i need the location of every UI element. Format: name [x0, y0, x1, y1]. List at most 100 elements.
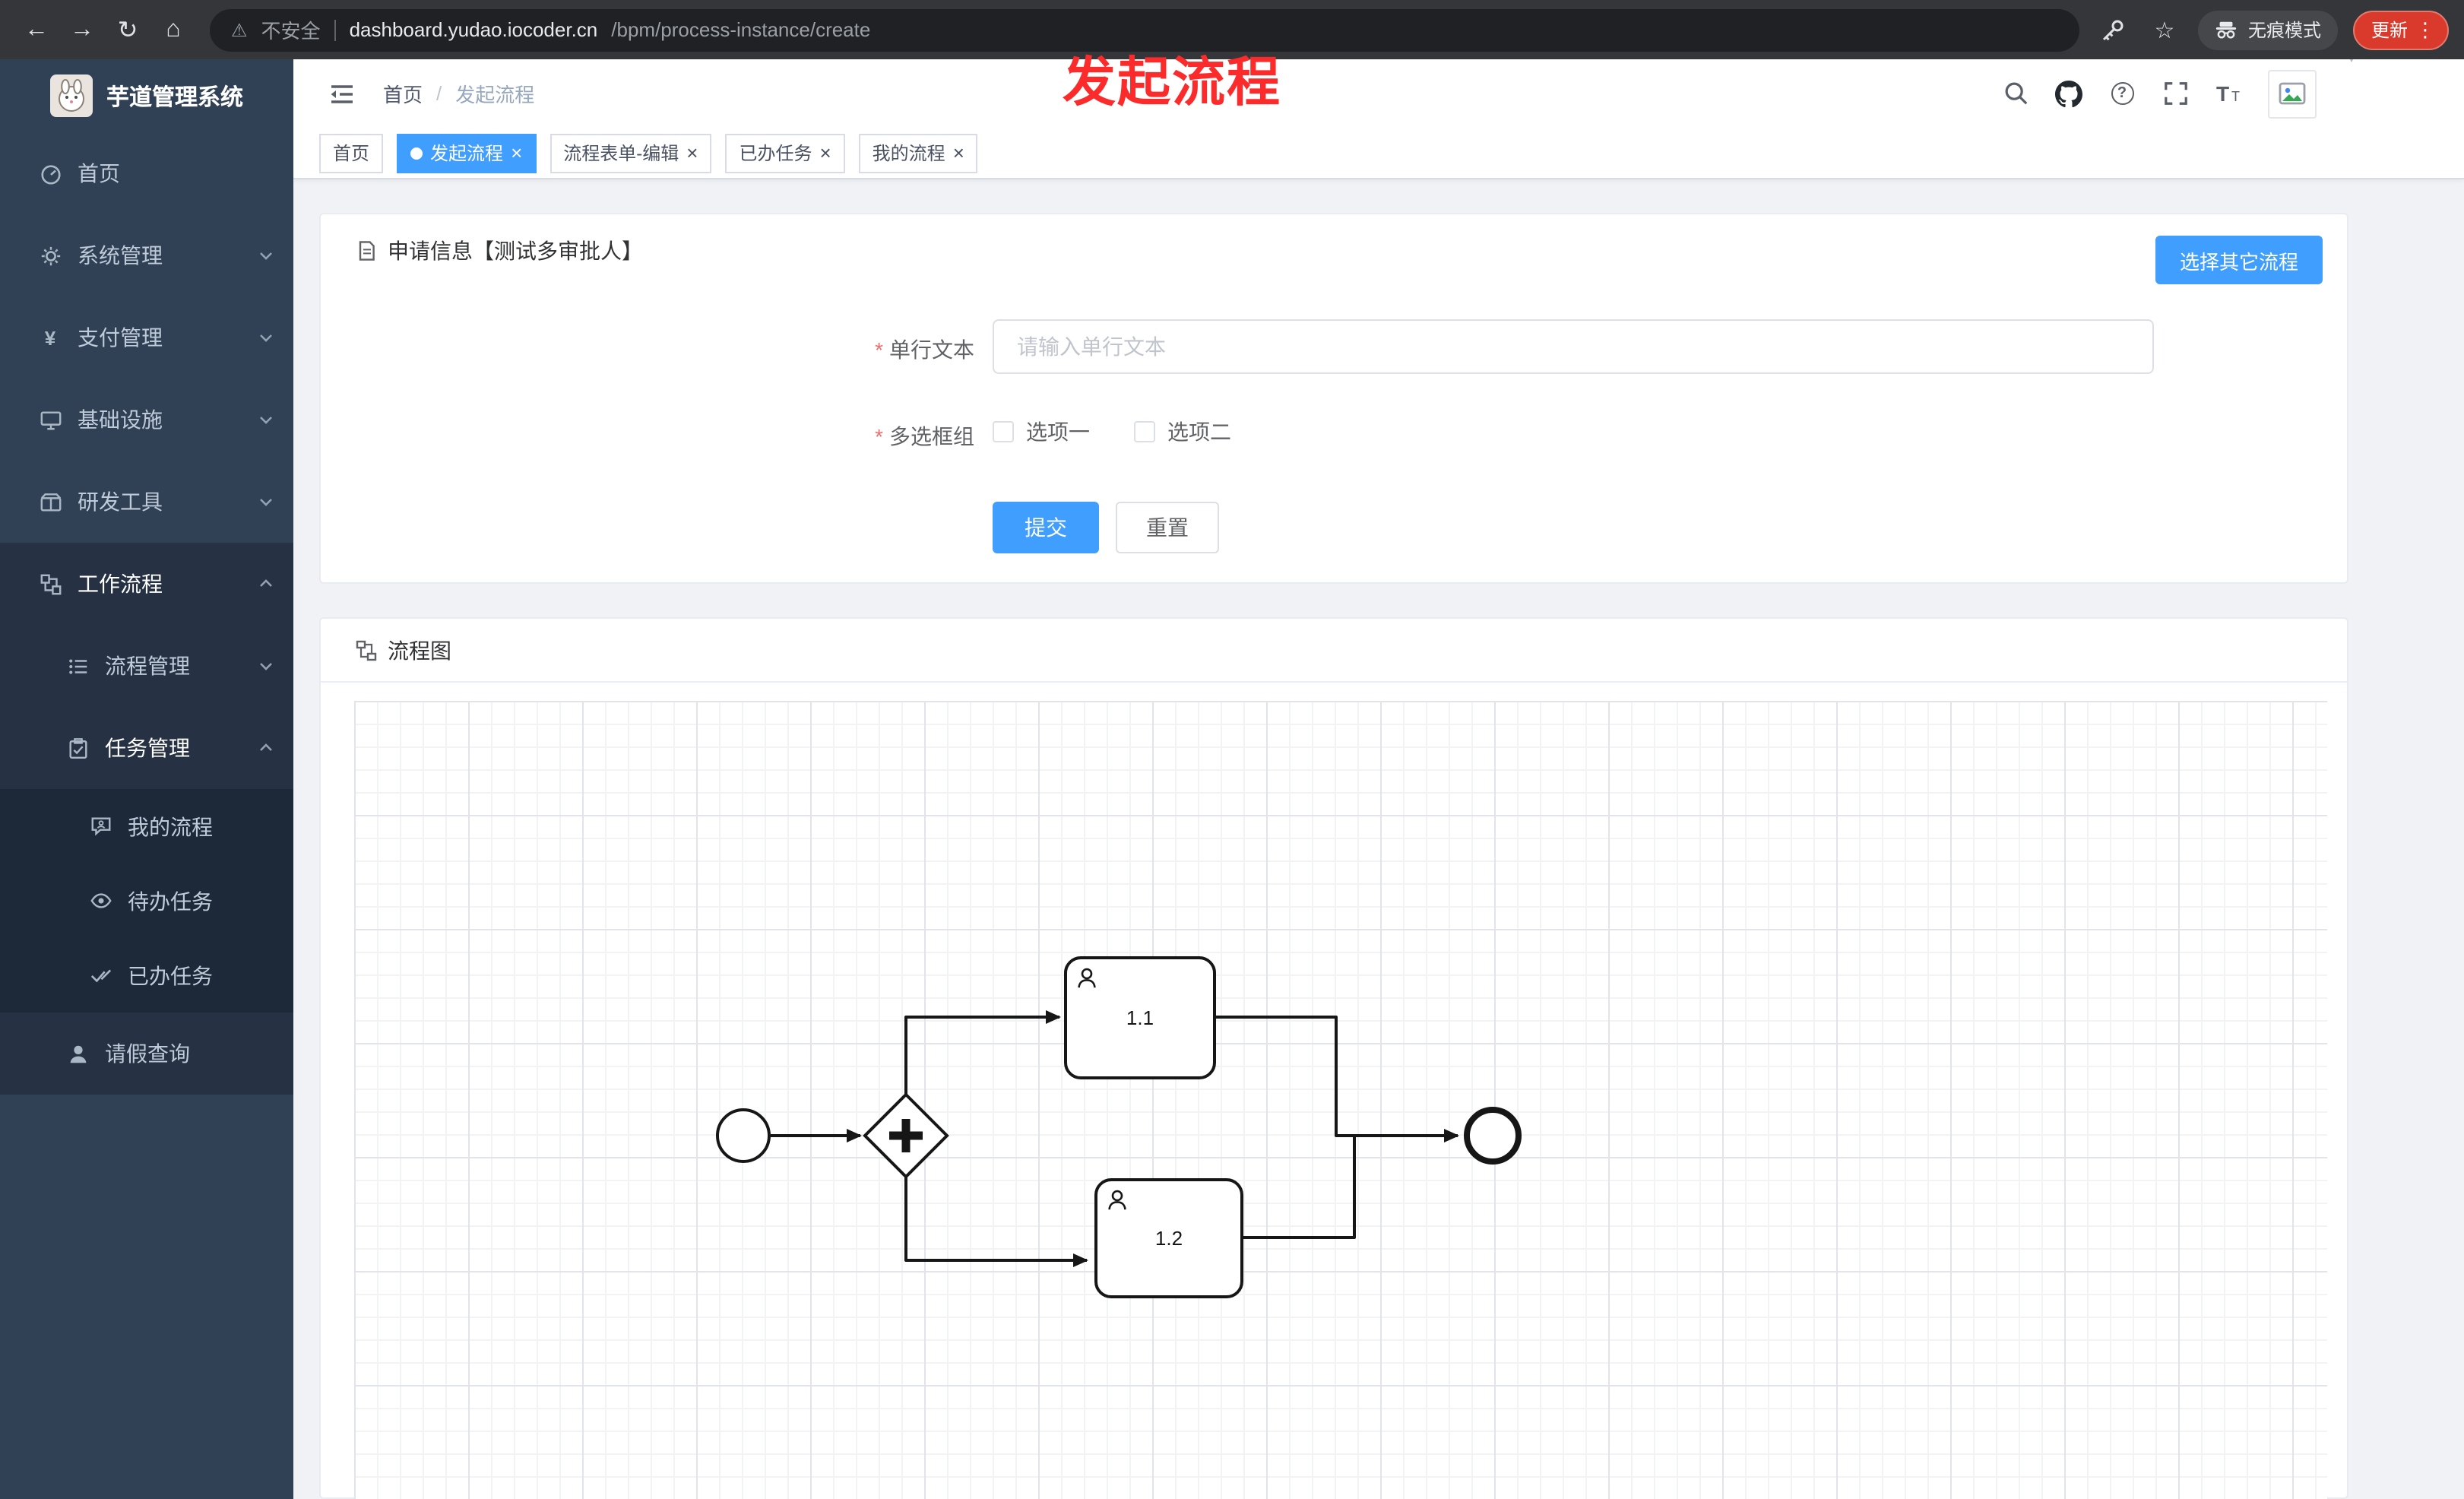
sidebar-item-home[interactable]: 首页 [0, 132, 293, 214]
avatar-image[interactable] [2268, 69, 2317, 118]
url-domain: dashboard.yudao.iocoder.cn [349, 18, 598, 41]
process-management-icon [65, 654, 90, 678]
app-title: 芋道管理系统 [106, 84, 244, 110]
sidebar-item-system[interactable]: 系统管理 [0, 214, 293, 296]
update-button[interactable]: 更新 ⋮ [2352, 10, 2449, 49]
warning-icon: ⚠ [231, 19, 248, 40]
sidebar-item-todo-tasks[interactable]: 待办任务 [0, 864, 293, 938]
yen-icon: ¥ [44, 326, 56, 349]
process-diagram-card: 流程图 [319, 617, 2348, 1499]
search-icon[interactable] [2002, 80, 2029, 107]
form-card-title: 申请信息【测试多审批人】 [388, 239, 643, 263]
reload-icon[interactable]: ↻ [117, 17, 138, 43]
browser-menu-icon[interactable]: ⋮ [2415, 18, 2435, 41]
tab-my-process[interactable]: 我的流程 × [858, 133, 978, 173]
card-title: 申请信息【测试多审批人】 [356, 236, 643, 266]
browser-toolbar: ← → ↻ ⌂ ⚠ 不安全 dashboard.yudao.iocoder.cn… [0, 0, 2464, 59]
sidebar-item-process-management[interactable]: 流程管理 [0, 625, 293, 707]
user-task-1: 1.1 [1064, 956, 1216, 1079]
sidebar-item-done-tasks[interactable]: 已办任务 [0, 938, 293, 1013]
tab-label: 发起流程 [430, 143, 504, 164]
chevron-up-icon [257, 739, 275, 757]
update-label: 更新 [2371, 20, 2408, 41]
checkbox-icon[interactable] [993, 421, 1014, 442]
svg-text:T: T [2231, 88, 2240, 103]
bpmn-grid-canvas[interactable]: 1.1 1.2 [354, 701, 2327, 1499]
help-icon[interactable]: ? [2108, 80, 2136, 107]
breadcrumb: 首页 / 发起流程 [383, 79, 534, 108]
logo-image [50, 74, 93, 117]
user-task-2: 1.2 [1094, 1178, 1243, 1298]
checkbox-label: 选项二 [1167, 420, 1231, 444]
close-icon[interactable]: × [819, 141, 831, 164]
sidebar-item-payment[interactable]: ¥ 支付管理 [0, 296, 293, 379]
sidebar-item-label: 流程管理 [105, 654, 190, 678]
key-icon[interactable] [2095, 11, 2131, 48]
task-management-icon [65, 736, 90, 760]
sidebar-item-devtools[interactable]: 研发工具 [0, 461, 293, 543]
application-form-card: 申请信息【测试多审批人】 选择其它流程 *单行文本 *多选框组 选项一 选项二 [319, 213, 2348, 584]
browser-actions: ☆ 无痕模式 更新 ⋮ [2095, 10, 2449, 49]
star-icon[interactable]: ☆ [2154, 17, 2175, 43]
checkbox-label: 选项一 [1026, 420, 1090, 444]
toolbox-icon [38, 490, 62, 514]
tab-done-tasks[interactable]: 已办任务 × [725, 133, 845, 173]
sidebar: 芋道管理系统 首页 系统管理 ¥ 支付管理 基础设施 [0, 59, 293, 1499]
hamburger-icon[interactable] [327, 78, 357, 109]
incognito-badge: 无痕模式 [2197, 10, 2338, 49]
gear-icon [38, 243, 62, 268]
sidebar-item-label: 任务管理 [105, 736, 190, 760]
svg-text:T: T [2216, 81, 2229, 105]
checkbox-option-2[interactable]: 选项二 [1134, 417, 1231, 447]
sidebar-item-label: 已办任务 [128, 963, 213, 987]
chevron-down-icon [257, 493, 275, 511]
close-icon[interactable]: × [511, 141, 523, 164]
end-event [1464, 1107, 1522, 1165]
breadcrumb-home[interactable]: 首页 [383, 84, 423, 106]
submit-button[interactable]: 提交 [993, 502, 1099, 553]
flow-task2-merge [1242, 1137, 1356, 1239]
sidebar-item-my-process[interactable]: 我的流程 [0, 789, 293, 864]
eye-icon [88, 889, 112, 913]
close-icon[interactable]: × [686, 141, 698, 164]
task-label: 1.1 [1126, 1006, 1154, 1029]
infrastructure-icon [38, 407, 62, 432]
forward-icon[interactable]: → [70, 16, 94, 42]
close-icon[interactable]: × [952, 141, 964, 164]
workflow-icon [38, 572, 62, 596]
github-icon[interactable] [2055, 80, 2082, 107]
select-other-process-button[interactable]: 选择其它流程 [2155, 236, 2323, 284]
sequence-flows [771, 1010, 1459, 1267]
checkbox-icon[interactable] [1134, 421, 1155, 442]
chevron-down-icon [257, 328, 275, 347]
diagram-card-header: 流程图 [321, 619, 2347, 683]
single-line-text-input[interactable] [993, 319, 2154, 374]
reset-button[interactable]: 重置 [1116, 502, 1219, 553]
app-logo: 芋道管理系统 [0, 59, 293, 132]
home-icon[interactable]: ⌂ [166, 16, 181, 42]
done-tasks-icon [88, 963, 112, 987]
back-icon[interactable]: ← [24, 16, 49, 42]
address-bar[interactable]: ⚠ 不安全 dashboard.yudao.iocoder.cn/bpm/pro… [210, 8, 2079, 51]
tab-label: 流程表单-编辑 [563, 143, 679, 164]
user-icon [1108, 1190, 1126, 1210]
start-event [716, 1108, 771, 1163]
sidebar-item-infrastructure[interactable]: 基础设施 [0, 379, 293, 461]
address-divider [334, 19, 336, 40]
sidebar-item-label: 请假查询 [105, 1041, 190, 1066]
tab-home[interactable]: 首页 [319, 133, 384, 173]
sidebar-item-task-management[interactable]: 任务管理 [0, 707, 293, 789]
diagram-card-title: 流程图 [388, 638, 451, 662]
parallel-gateway [863, 1092, 949, 1179]
sidebar-item-leave-query[interactable]: 请假查询 [0, 1013, 293, 1095]
required-mark: * [875, 338, 883, 362]
fullscreen-icon[interactable] [2162, 80, 2189, 107]
checkbox-option-1[interactable]: 选项一 [993, 417, 1090, 447]
tab-form-edit[interactable]: 流程表单-编辑 × [549, 133, 712, 173]
required-mark: * [875, 424, 883, 448]
sidebar-item-workflow[interactable]: 工作流程 [0, 543, 293, 625]
chevron-down-icon [257, 246, 275, 265]
tab-create-process[interactable]: 发起流程 × [397, 133, 537, 173]
